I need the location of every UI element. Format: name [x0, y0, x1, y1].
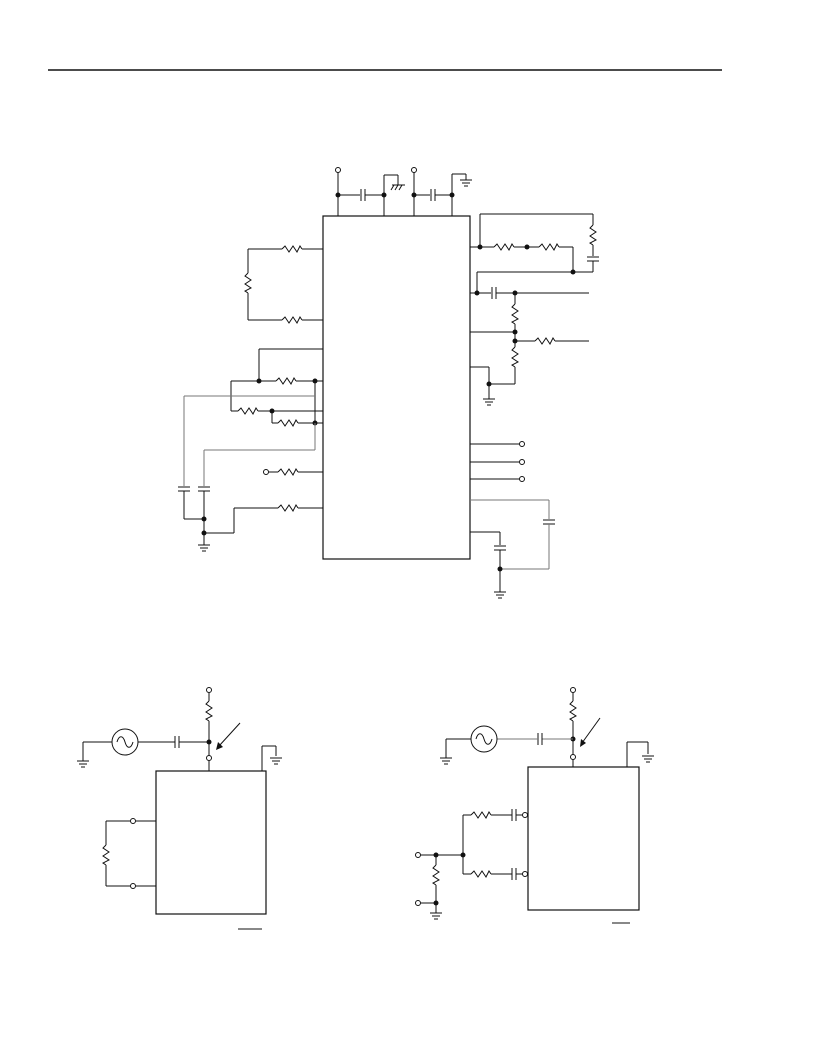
right-bottom-capacitors: [470, 499, 555, 599]
supply-terminal-icon: [411, 167, 417, 173]
supply-terminal-icon: [570, 687, 576, 693]
top-supply-network: [335, 167, 473, 216]
test-circuit-right: [415, 687, 655, 924]
ic-block: [322, 215, 471, 560]
resistor-icon: [589, 224, 597, 246]
test-circuit-left: [76, 687, 283, 930]
resistor-icon: [277, 468, 299, 476]
resistor-icon: [470, 870, 492, 878]
probe-arrow-icon: [580, 717, 601, 747]
capacitor-icon: [511, 868, 517, 880]
pin-terminal-icon: [206, 755, 212, 761]
resistor-icon: [205, 700, 213, 722]
capacitor-icon: [537, 733, 543, 745]
resistor-icon: [281, 245, 303, 253]
capacitor-icon: [198, 486, 210, 492]
left-bias-network: [230, 348, 323, 427]
capacitor-icon: [174, 736, 180, 748]
chassis-ground-icon: [390, 184, 405, 191]
resistor-icon: [538, 243, 560, 251]
ground-icon: [482, 398, 496, 406]
capacitor-icon: [543, 519, 555, 525]
ic-block: [527, 766, 640, 911]
resistor-icon: [275, 377, 297, 385]
ac-source-icon: [470, 725, 498, 753]
supply-terminal-icon: [206, 687, 212, 693]
left-feedback-network: [244, 245, 323, 324]
resistor-icon: [281, 316, 303, 324]
resistor-icon: [493, 243, 515, 251]
ground-icon: [493, 591, 507, 599]
capacitor-icon: [178, 486, 190, 492]
right-output-network: [470, 287, 589, 406]
ground-icon: [269, 757, 283, 765]
capacitor-icon: [587, 256, 599, 262]
input-terminal-icon: [415, 900, 421, 906]
resistor-icon: [511, 303, 519, 325]
ic-block: [155, 770, 267, 915]
left-input-resistor: [263, 468, 323, 476]
supply-terminal-icon: [335, 167, 341, 173]
pin-terminal-icon: [130, 883, 136, 889]
input-terminal-icon: [415, 852, 421, 858]
right-top-network: [470, 213, 599, 293]
ground-icon: [429, 912, 443, 920]
resistor-icon: [102, 844, 110, 866]
output-terminal-icon: [519, 441, 525, 447]
ground-icon: [197, 544, 211, 552]
resistor-icon: [277, 419, 299, 427]
capacitor-icon: [494, 545, 506, 551]
input-terminal-icon: [263, 469, 269, 475]
resistor-icon: [534, 337, 556, 345]
output-terminal-icon: [519, 459, 525, 465]
left-filter-capacitors: [178, 395, 323, 552]
resistor-icon: [470, 811, 492, 819]
ground-icon: [76, 760, 90, 768]
pin-terminal-icon: [522, 812, 528, 818]
pin-terminal-icon: [130, 818, 136, 824]
resistor-icon: [277, 504, 299, 512]
output-terminal-icon: [519, 476, 525, 482]
ground-icon: [459, 179, 473, 187]
resistor-icon: [237, 407, 259, 415]
capacitor-icon: [511, 809, 517, 821]
ground-icon: [439, 757, 453, 765]
resistor-icon: [244, 272, 252, 294]
right-signal-outputs: [470, 441, 525, 482]
ac-source-icon: [111, 728, 139, 756]
ground-icon: [641, 755, 655, 763]
pin-terminal-icon: [522, 871, 528, 877]
resistor-icon: [432, 864, 440, 886]
pin-terminal-icon: [570, 754, 576, 760]
resistor-icon: [569, 700, 577, 722]
probe-arrow-icon: [216, 722, 241, 750]
resistor-icon: [511, 346, 519, 368]
main-application-circuit: [178, 167, 599, 599]
capacitor-icon: [491, 287, 497, 299]
